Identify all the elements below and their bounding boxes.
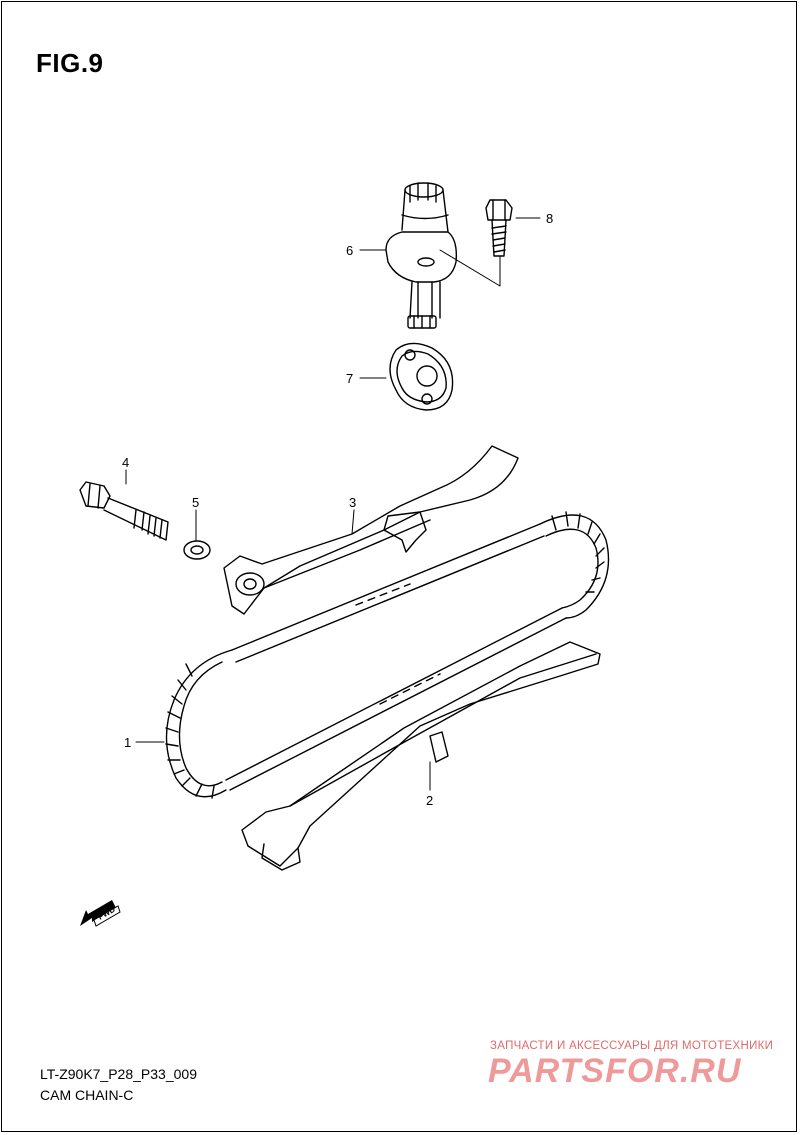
watermark-tagline: ЗАПЧАСТИ И АКСЕССУАРЫ ДЛЯ МОТОТЕХНИКИ: [490, 1040, 774, 1052]
callout-4: 4: [122, 455, 130, 470]
watermark-logo: PARTSFOR.RU: [488, 1052, 742, 1090]
callout-2: 2: [426, 793, 434, 808]
adjuster-gasket-part: [389, 342, 454, 411]
cam-chain-part: [165, 511, 610, 799]
tensioner-guide-part: [223, 445, 519, 615]
fwd-arrow-icon: FWD: [80, 900, 121, 927]
callout-5: 5: [192, 495, 200, 510]
guide-bolt-part: [79, 481, 169, 541]
callout-8: 8: [546, 211, 554, 226]
callout-6: 6: [346, 243, 354, 258]
section-name: CAM CHAIN-C: [40, 1087, 134, 1103]
callout-7: 7: [346, 371, 354, 386]
figure-title: FIG.9: [36, 48, 104, 78]
washer-part: [183, 540, 211, 560]
model-code: LT-Z90K7_P28_P33_009: [40, 1066, 197, 1082]
callout-3: 3: [349, 495, 357, 510]
tensioner-adjuster-part: [385, 182, 458, 329]
chain-guide-part: [241, 641, 601, 871]
callout-1: 1: [124, 735, 132, 750]
adjuster-bolt-part: [439, 199, 513, 287]
